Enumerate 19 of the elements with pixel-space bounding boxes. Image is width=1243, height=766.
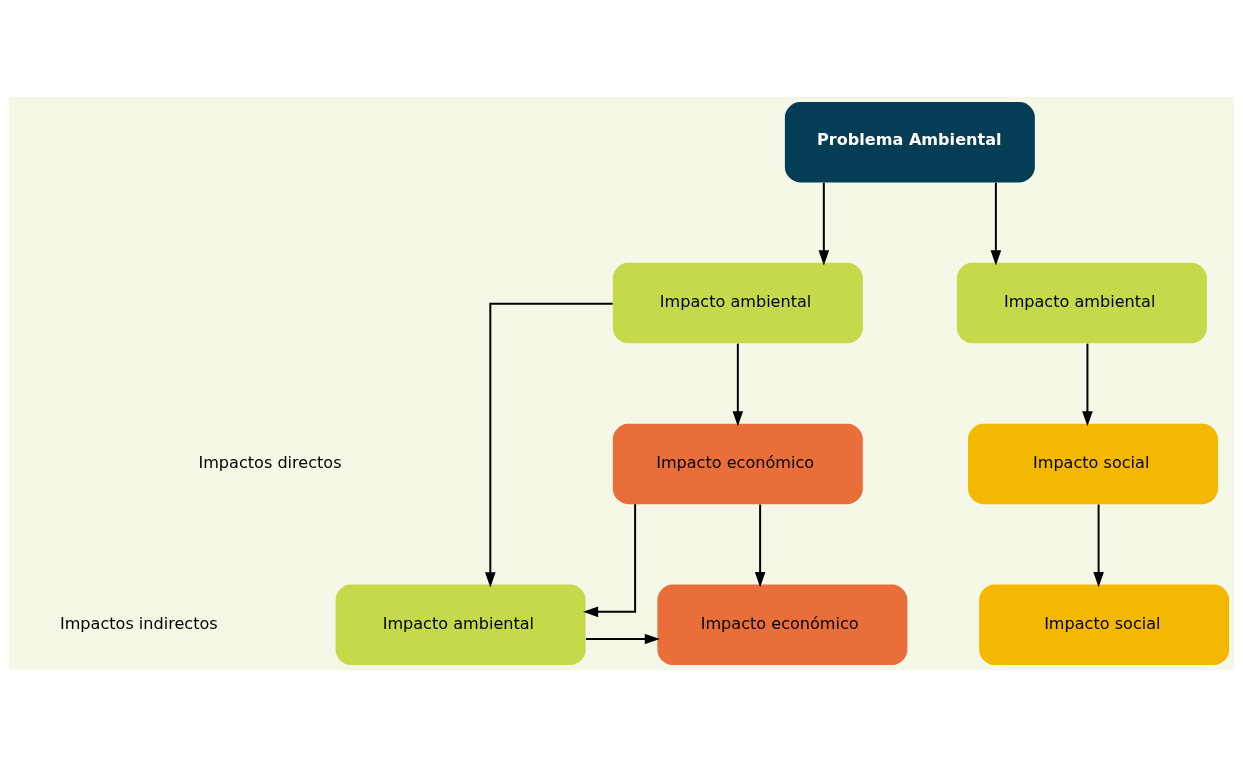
arrow [485, 302, 614, 587]
node-box: Impacto social [968, 423, 1218, 504]
node-box: Impacto ambiental [956, 262, 1207, 343]
arrow [754, 503, 766, 587]
node-box: Problema Ambiental [784, 101, 1035, 182]
node-box: Impacto ambiental [335, 584, 586, 665]
arrow [584, 633, 660, 644]
node-box: Impacto social [979, 584, 1230, 665]
arrow [990, 181, 1002, 265]
arrow [583, 502, 637, 617]
arrow [818, 181, 830, 265]
arrow [732, 342, 744, 426]
arrow [1082, 342, 1093, 426]
arrow [1093, 503, 1104, 587]
node-box: Impacto ambiental [612, 262, 863, 343]
node-box: Impacto económico [657, 584, 908, 665]
label: Impactos indirectos [59, 613, 218, 633]
label: Impactos directos [198, 452, 342, 472]
node-box: Impacto económico [612, 423, 863, 504]
